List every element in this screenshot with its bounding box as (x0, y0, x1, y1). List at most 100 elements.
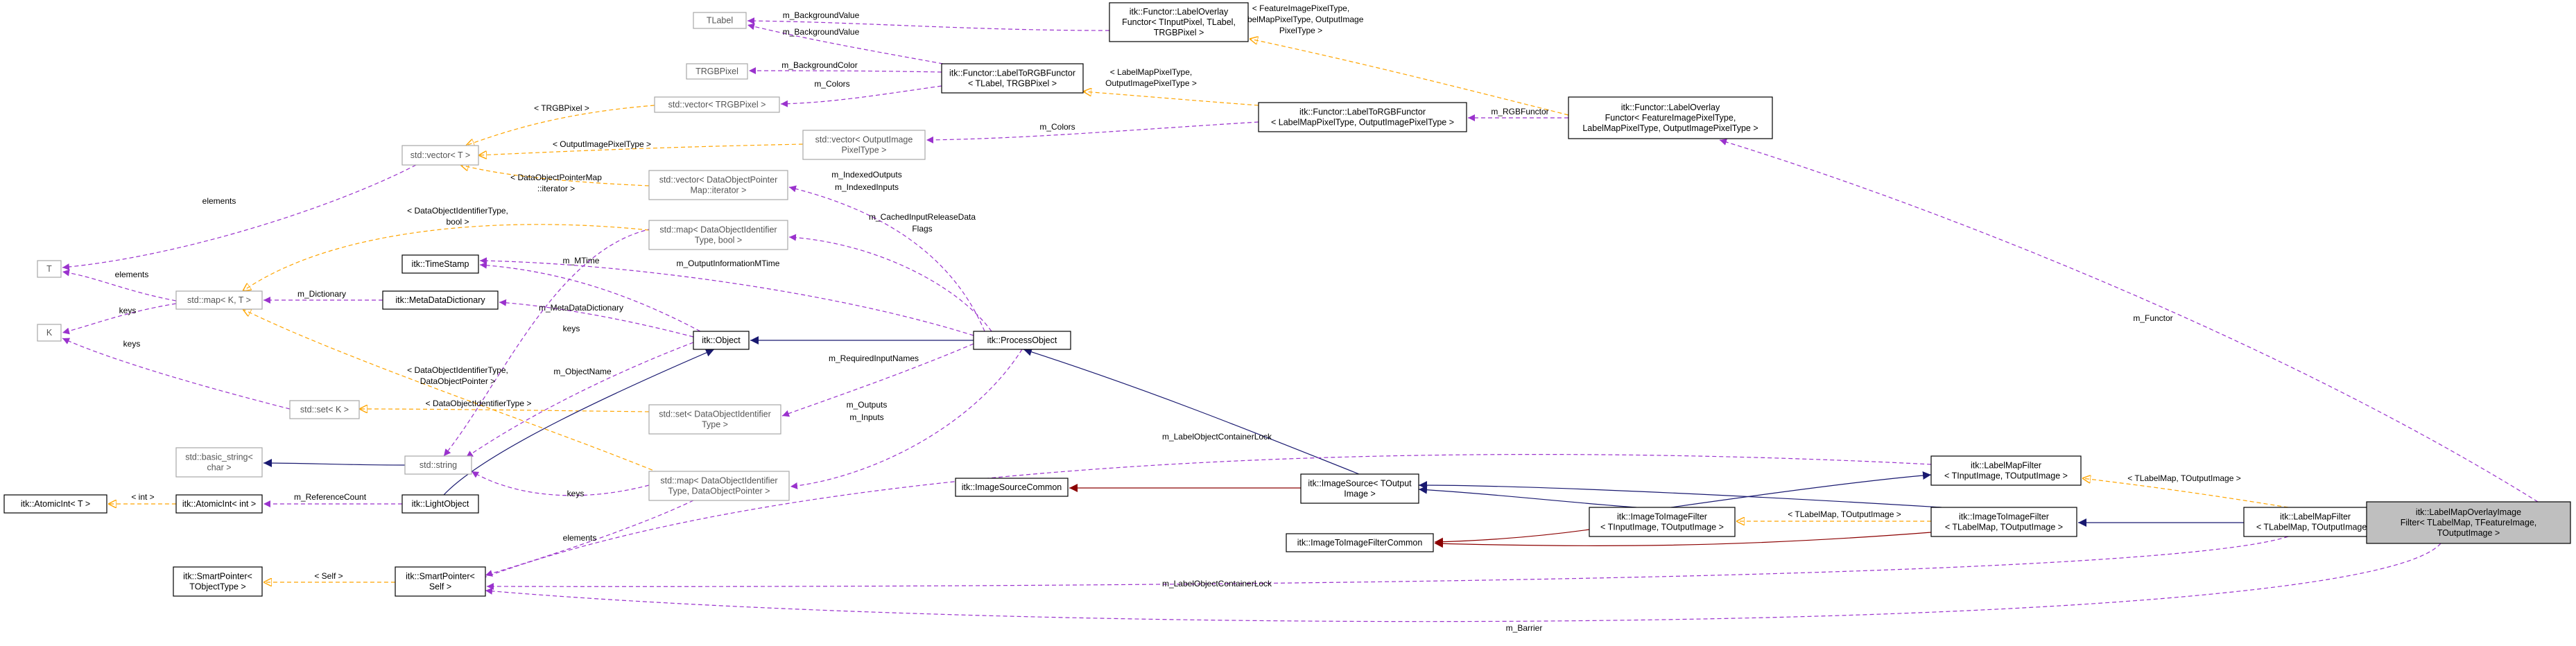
edge-e-tmpl-i2i: < TLabelMap, TOutputImage > (1736, 509, 1931, 521)
node-imagetoimagefilter-in[interactable]: itk::ImageToImageFilter< TInputImage, TO… (1589, 507, 1736, 537)
node-vector-t[interactable]: std::vector< T > (401, 145, 479, 166)
node-label: itk::LabelMapFilter (1971, 461, 2041, 471)
node-label: Type, DataObjectPointer > (668, 487, 770, 496)
node-object[interactable]: itk::Object (693, 331, 750, 350)
edge-e-bgcolor: m_BackgroundColor (748, 60, 942, 75)
edge-e-inh-process-source (1023, 347, 1360, 475)
edge-e-tmpl-trgb: < TRGBPixel > (466, 103, 655, 146)
edge-line (485, 543, 2441, 622)
node-box (1109, 2, 1249, 42)
edge-label: m_Functor (2133, 313, 2172, 323)
node-map-doid-bool[interactable]: std::map< DataObjectIdentifierType, bool… (648, 220, 788, 250)
node-label: LabelMapPixelType, OutputImagePixelType … (1582, 123, 1758, 133)
node-smartpointer-self[interactable]: itk::SmartPointer<Self > (395, 566, 486, 597)
edge-line (1023, 347, 1360, 475)
edge-label: ::iterator > (537, 184, 575, 193)
node-tlabel[interactable]: TLabel (693, 12, 747, 29)
node-timestamp[interactable]: itk::TimeStamp (401, 254, 479, 274)
node-atomicint-int[interactable]: itk::AtomicInt< int > (175, 494, 263, 514)
edge-e-tmpl-self: < Self > (263, 571, 396, 582)
edge-line (747, 23, 944, 64)
node-t[interactable]: T (37, 260, 62, 278)
node-set-k[interactable]: std::set< K > (289, 400, 360, 419)
edge-line (243, 309, 659, 473)
node-labelmapfilter-in[interactable]: itk::LabelMapFilter< TInputImage, TOutpu… (1930, 455, 2082, 486)
edge-line (926, 121, 1259, 143)
edge-line (62, 338, 291, 410)
node-smartpointer-t[interactable]: itk::SmartPointer<TObjectType > (173, 566, 263, 597)
node-imagetoimagefiltercommon[interactable]: itk::ImageToImageFilterCommon (1286, 533, 1434, 552)
node-vector-outputpixel[interactable]: std::vector< OutputImagePixelType > (802, 130, 926, 160)
node-box (175, 494, 263, 514)
node-label: itk::LabelMapOverlayImage (2416, 507, 2521, 517)
edge-e-tmpl-labeltorgb: < LabelMapPixelType,OutputImagePixelType… (1083, 67, 1259, 106)
node-set-doid[interactable]: std::set< DataObjectIdentifierType > (648, 404, 781, 435)
node-imagesourcecommon[interactable]: itk::ImageSourceCommon (955, 478, 1069, 497)
node-labelmapfilter-labelmap[interactable]: itk::LabelMapFilter< TLabelMap, TOutputI… (2243, 507, 2387, 537)
edge-label: < LabelMapPixelType, (1110, 67, 1192, 77)
node-label: itk::ImageSourceCommon (962, 482, 1062, 492)
node-trgbpixel[interactable]: TRGBPixel (686, 63, 748, 80)
node-box (401, 145, 479, 166)
node-atomicint-t[interactable]: itk::AtomicInt< T > (3, 494, 107, 514)
node-label: Filter< TLabelMap, TFeatureImage, (2401, 518, 2537, 527)
edge-line (478, 143, 804, 155)
edge-label: Flags (912, 224, 932, 234)
edge-line (62, 303, 177, 335)
edge-label: < TLabelMap, TOutputImage > (2127, 473, 2240, 483)
edge-label: m_BackgroundColor (781, 60, 857, 70)
edge-e-tmpl-doiddop: < DataObjectIdentifierType,DataObjectPoi… (243, 309, 659, 473)
edge-line (1083, 91, 1259, 106)
node-map-doid-dop[interactable]: std::map< DataObjectIdentifierType, Data… (648, 471, 790, 501)
node-box (1589, 507, 1736, 537)
node-label: < TLabel, TRGBPixel > (968, 79, 1057, 89)
node-label: < TInputImage, TOutputImage > (1944, 471, 2068, 481)
edge-label: OutputImagePixelType > (1105, 78, 1197, 88)
node-basic-string[interactable]: std::basic_string<char > (175, 447, 263, 478)
node-box (1286, 533, 1434, 552)
node-lightobject[interactable]: itk::LightObject (401, 494, 479, 514)
node-box (2366, 501, 2571, 544)
edge-line (781, 343, 974, 417)
edge-label: keys (123, 339, 141, 349)
node-label: itk::LightObject (412, 499, 469, 509)
node-metadatadictionary[interactable]: itk::MetaDataDictionary (382, 290, 499, 310)
node-map-k-t[interactable]: std::map< K, T > (175, 290, 263, 310)
edge-label: LabelMapPixelType, OutputImage (1238, 15, 1364, 24)
node-label: itk::AtomicInt< T > (21, 499, 90, 509)
edge-e-mtime: m_MTime (479, 256, 701, 332)
nodes-layer: TLabelitk::Functor::LabelOverlayFunctor<… (3, 2, 2571, 597)
edge-label: m_Outputs (847, 400, 888, 410)
edge-line (1434, 532, 1932, 548)
edge-line (1418, 481, 1942, 508)
node-vector-dop-iter[interactable]: std::vector< DataObjectPointerMap::itera… (648, 170, 788, 200)
node-label: std::set< DataObjectIdentifier (659, 410, 771, 419)
node-vector-trgbpixel[interactable]: std::vector< TRGBPixel > (654, 96, 780, 113)
edge-label: < TLabelMap, TOutputImage > (1788, 509, 1901, 519)
node-processobject[interactable]: itk::ProcessObject (973, 331, 1071, 350)
node-imagetoimagefilter-labelmap[interactable]: itk::ImageToImageFilter< TLabelMap, TOut… (1930, 507, 2077, 537)
node-box (1930, 455, 2082, 486)
node-string[interactable]: std::string (404, 455, 472, 475)
node-imagesource[interactable]: itk::ImageSource< TOutputImage > (1300, 473, 1419, 504)
edge-label: bool > (446, 217, 469, 227)
edge-e-reqinput: m_RequiredInputNames (781, 343, 974, 417)
edge-e-colors1: m_Colors (780, 79, 942, 107)
node-label: std::map< DataObjectIdentifier (659, 225, 777, 235)
edge-e-refcount: m_ReferenceCount (263, 492, 403, 507)
node-labeltorgb-functor[interactable]: itk::Functor::LabelToRGBFunctor< TLabel,… (941, 63, 1084, 94)
node-box (382, 290, 499, 310)
edge-label: DataObjectPointer > (420, 376, 495, 386)
edge-label: PixelType > (1279, 26, 1322, 35)
node-label: std::vector< TRGBPixel > (668, 100, 766, 110)
node-label: itk::LabelMapFilter (2280, 512, 2351, 522)
edge-label: m_Dictionary (297, 289, 346, 299)
edge-e-objectname: m_ObjectName (465, 342, 694, 458)
node-k[interactable]: K (37, 324, 62, 342)
edge-line (1250, 39, 1569, 116)
node-labeltorgb-labelmap[interactable]: itk::Functor::LabelToRGBFunctor< LabelMa… (1258, 102, 1467, 132)
